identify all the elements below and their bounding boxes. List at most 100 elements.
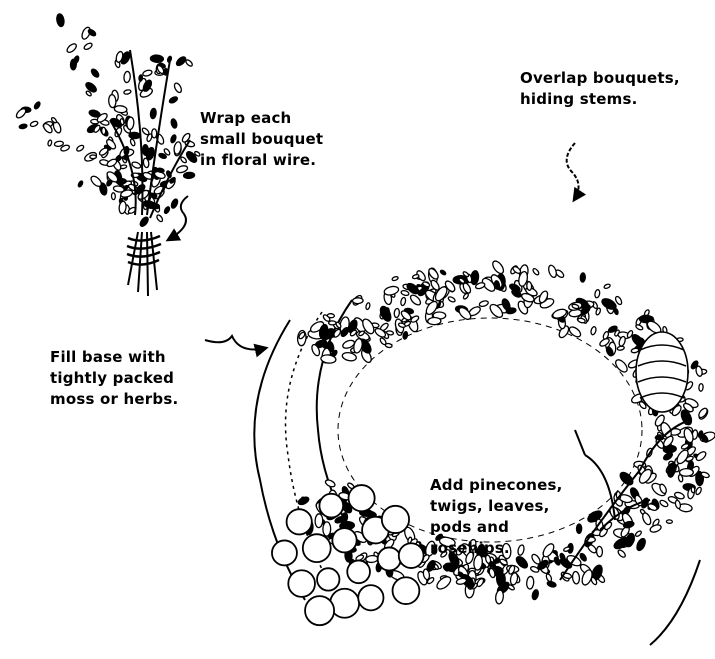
- leaf-mark: [131, 161, 142, 169]
- leaf-mark: [695, 486, 702, 495]
- leaf-mark: [457, 306, 473, 322]
- leaf-mark: [479, 300, 489, 307]
- rosehip-mark: [287, 509, 312, 534]
- leaf-mark: [19, 124, 27, 130]
- leaf-mark: [447, 296, 455, 303]
- leaf-mark: [675, 448, 690, 465]
- leaf-mark: [697, 407, 708, 419]
- leaf-mark: [392, 276, 399, 281]
- leaf-mark: [139, 75, 143, 82]
- leaf-mark: [394, 308, 400, 317]
- leaf-mark: [614, 358, 630, 374]
- leaf-mark: [495, 590, 504, 605]
- leaf-mark: [428, 317, 441, 324]
- leaf-mark: [532, 268, 540, 276]
- leaf-mark: [666, 520, 672, 524]
- leaf-mark: [695, 365, 703, 376]
- bouquet-foliage: [15, 13, 201, 227]
- leaf-mark: [527, 282, 532, 291]
- leaf-mark: [547, 264, 558, 278]
- leaf-mark: [402, 331, 408, 339]
- leaf-mark: [54, 141, 64, 147]
- leaf-mark: [383, 285, 399, 296]
- overlap-bouquets-caption: Overlap bouquets, hiding stems.: [520, 68, 680, 110]
- rosehip-mark: [272, 540, 297, 565]
- leaf-mark: [126, 117, 134, 130]
- leaf-mark: [491, 259, 506, 275]
- leaf-mark: [111, 193, 115, 200]
- leaf-mark: [410, 315, 420, 324]
- leaf-mark: [15, 107, 28, 119]
- rosehip-mark: [378, 547, 401, 570]
- leaf-mark: [635, 530, 643, 537]
- leaf-mark: [156, 214, 164, 223]
- leaf-mark: [365, 555, 378, 563]
- fill-base-caption: Fill base with tightly packed moss or he…: [50, 347, 178, 410]
- caption-line: moss or herbs.: [50, 389, 178, 410]
- leaf-mark: [675, 500, 682, 509]
- leaf-mark: [568, 325, 583, 339]
- leaf-mark: [329, 321, 336, 325]
- leaf-mark: [170, 118, 177, 128]
- rosehip-mark: [399, 543, 424, 568]
- leaf-mark: [77, 180, 83, 187]
- caption-line: Overlap bouquets,: [520, 68, 680, 89]
- leaf-mark: [635, 537, 647, 552]
- rosehip-mark: [349, 485, 375, 511]
- wrap-bouquet-caption: Wrap each small bouquet in floral wire.: [200, 108, 323, 171]
- caption-line: Fill base with: [50, 347, 178, 368]
- caption-line: in floral wire.: [200, 150, 323, 171]
- leaf-mark: [130, 138, 136, 146]
- bouquet-illustration: [15, 13, 201, 296]
- leaf-mark: [142, 69, 153, 77]
- leaf-mark: [150, 55, 163, 63]
- leaf-mark: [183, 172, 194, 179]
- caption-line: hiding stems.: [520, 89, 680, 110]
- leaf-mark: [440, 269, 447, 275]
- leaf-mark: [580, 273, 585, 282]
- caption-line: Wrap each: [200, 108, 323, 129]
- rosehip-mark: [382, 506, 409, 533]
- leaf-mark: [572, 571, 580, 584]
- leaf-mark: [139, 216, 150, 228]
- caption-line: tightly packed: [50, 368, 178, 389]
- leaf-mark: [401, 290, 410, 296]
- rosehip-mark: [358, 585, 383, 610]
- caption-line: Add pinecones,: [430, 475, 563, 496]
- leaf-mark: [56, 13, 65, 27]
- leaf-mark: [90, 68, 100, 79]
- leaf-mark: [659, 499, 669, 508]
- leaf-mark: [123, 89, 131, 95]
- leaf-mark: [170, 198, 179, 209]
- leaf-mark: [30, 120, 39, 127]
- leaf-mark: [150, 108, 157, 119]
- leaf-mark: [66, 42, 78, 54]
- wreath-illustration: [205, 143, 715, 645]
- overlap-arrow-icon: [567, 143, 579, 200]
- leaf-mark: [617, 549, 627, 559]
- leaf-mark: [108, 94, 116, 107]
- leaf-mark: [185, 59, 194, 67]
- leaf-mark: [90, 155, 97, 159]
- leaf-mark: [180, 156, 187, 164]
- rosehip-mark: [317, 568, 339, 590]
- leaf-mark: [102, 127, 106, 134]
- pinecone-icon: [636, 332, 688, 412]
- leaf-mark: [297, 496, 310, 506]
- leaf-mark: [386, 330, 394, 335]
- leaf-mark: [691, 487, 695, 493]
- leaf-mark: [576, 524, 581, 533]
- leaf-mark: [590, 326, 597, 335]
- caption-line: small bouquet: [200, 129, 323, 150]
- rosehip-mark: [305, 596, 334, 625]
- leaf-mark: [614, 308, 619, 315]
- leaf-mark: [631, 348, 639, 354]
- rosehip-mark: [288, 570, 315, 597]
- leaf-mark: [170, 134, 177, 143]
- leaf-mark: [641, 512, 652, 526]
- caption-line: rosehips.: [430, 538, 563, 559]
- leaf-mark: [328, 334, 335, 338]
- leaf-mark: [129, 132, 141, 139]
- rosehip-mark: [332, 528, 356, 552]
- leaf-mark: [679, 468, 693, 476]
